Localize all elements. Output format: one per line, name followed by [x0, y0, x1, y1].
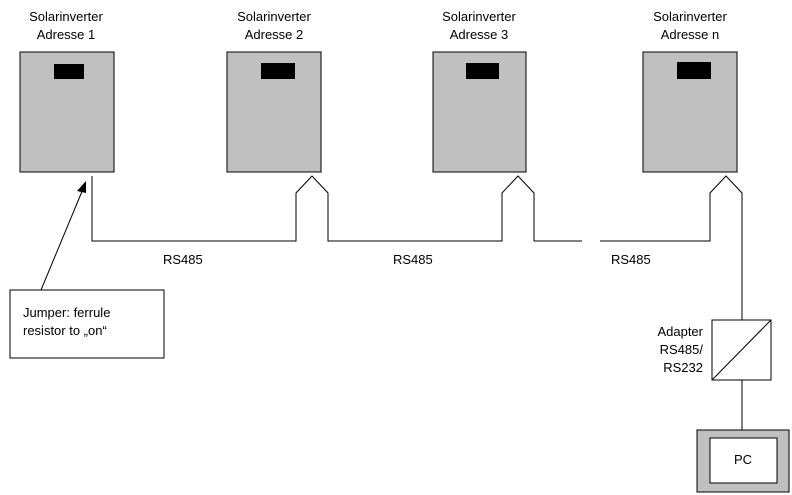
inverter-n-address: Adresse n — [661, 27, 720, 42]
jumper-arrow-head — [77, 181, 86, 193]
inverter-2-display — [261, 63, 295, 79]
inverter-2-address: Adresse 2 — [245, 27, 304, 42]
jumper-note-line2: resistor to „on“ — [23, 323, 107, 338]
jumper-arrow — [40, 181, 86, 291]
adapter-label-line3: RS232 — [663, 360, 703, 375]
adapter: Adapter RS485/ RS232 — [657, 319, 772, 381]
adapter-label-line1: Adapter — [657, 324, 703, 339]
jumper-note-line1: Jumper: ferrule — [23, 305, 110, 320]
inverter-n-title: Solarinverter — [653, 9, 727, 24]
jumper-arrow-shaft — [40, 188, 84, 291]
inverter-2: Solarinverter Adresse 2 — [226, 9, 322, 173]
pc-screen — [709, 437, 778, 484]
inverter-1-display — [54, 64, 84, 79]
inverter-1-address: Adresse 1 — [37, 27, 96, 42]
bus-segment-1-2 — [91, 175, 582, 242]
adapter-diagonal — [711, 319, 772, 381]
rs485-bus — [91, 175, 743, 430]
bus-segment-to-n — [600, 175, 743, 320]
bus-label-3: RS485 — [611, 252, 651, 267]
bus-label-2: RS485 — [393, 252, 433, 267]
jumper-note-frame — [9, 289, 165, 359]
inverter-2-title: Solarinverter — [237, 9, 311, 24]
inverter-3: Solarinverter Adresse 3 — [432, 9, 527, 173]
inverter-3-title: Solarinverter — [442, 9, 516, 24]
inverter-n: Solarinverter Adresse n — [642, 9, 738, 173]
bus-label-1: RS485 — [163, 252, 203, 267]
pc-label: PC — [734, 452, 752, 467]
inverter-1-title: Solarinverter — [29, 9, 103, 24]
pc: PC — [696, 429, 790, 493]
inverter-n-display — [677, 62, 711, 79]
inverter-3-display — [466, 63, 499, 79]
inverter-1: Solarinverter Adresse 1 — [19, 9, 115, 173]
inverter-3-address: Adresse 3 — [450, 27, 509, 42]
jumper-note: Jumper: ferrule resistor to „on“ — [9, 289, 165, 359]
adapter-label-line2: RS485/ — [660, 342, 704, 357]
